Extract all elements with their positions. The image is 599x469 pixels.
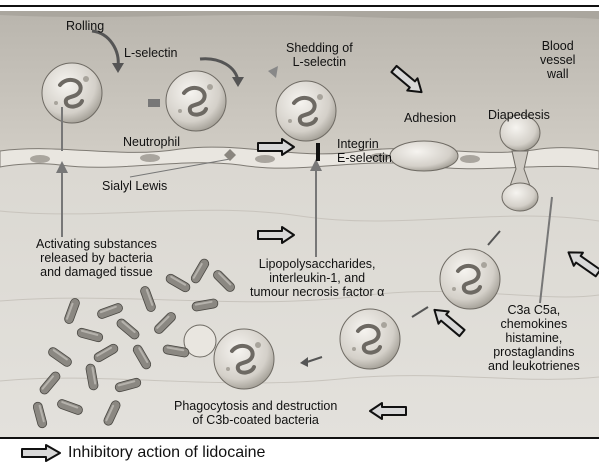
- l-selectin-marker: [148, 99, 160, 107]
- migrating-neutrophil-1: [440, 249, 500, 309]
- label-phagocytosis: Phagocytosis and destruction of C3b-coat…: [174, 399, 337, 427]
- shedding-neutrophil: [276, 81, 336, 141]
- phagocytosing-neutrophil: [214, 329, 274, 389]
- legend-label: Inhibitory action of lidocaine: [68, 444, 265, 462]
- bottom-rule: [0, 437, 599, 439]
- label-adhesion: Adhesion: [404, 111, 456, 125]
- label-complement-mediators: C3a C5a, chemokines histamine, prostagla…: [488, 303, 580, 373]
- label-rolling: Rolling: [66, 19, 104, 33]
- label-diapedesis: Diapedesis: [488, 108, 550, 122]
- label-integrin-e-selectin: Integrin E-selectin: [337, 137, 392, 165]
- label-lps-interleukin-tnf: Lipopolysaccharides, interleukin-1, and …: [250, 257, 384, 299]
- label-blood-vessel-wall: Blood vessel wall: [540, 39, 575, 81]
- label-sialyl-lewis: Sialyl Lewis: [102, 179, 167, 193]
- migrating-neutrophil-2: [340, 309, 400, 369]
- rolling-neutrophil-1: [42, 63, 102, 123]
- adhering-neutrophil: [390, 141, 458, 171]
- rolling-neutrophil-2: [166, 71, 226, 131]
- label-shedding-of-l-selectin: Shedding of L-selectin: [286, 41, 353, 69]
- label-activating-substances: Activating substances released by bacter…: [36, 237, 157, 279]
- figure-illustration: [0, 11, 599, 437]
- top-rule: [0, 5, 599, 7]
- neutrophil-migration-figure: Rolling L-selectin Shedding of L-selecti…: [0, 11, 599, 437]
- label-l-selectin: L-selectin: [124, 46, 178, 60]
- thick-arrow-icon: [20, 444, 62, 462]
- legend: Inhibitory action of lidocaine: [20, 441, 265, 465]
- label-neutrophil: Neutrophil: [123, 135, 180, 149]
- diapedesis-neutrophil-bottom: [502, 183, 538, 211]
